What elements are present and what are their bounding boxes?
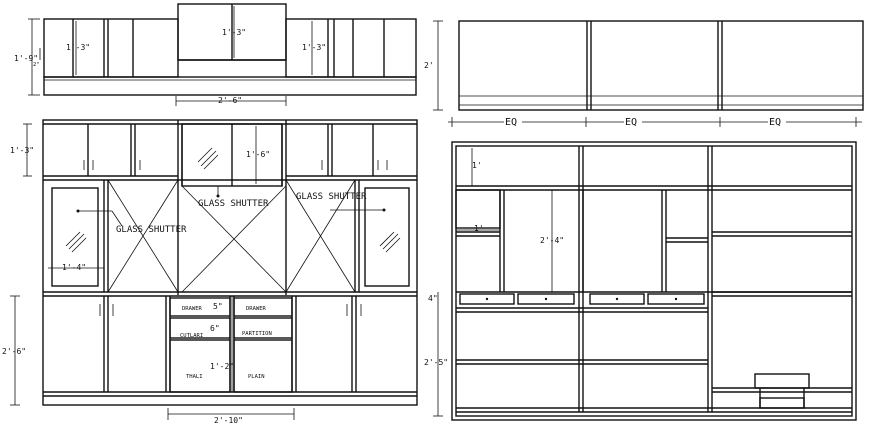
- label-drawer-2: DRAWER: [246, 306, 267, 312]
- dim-right-lower-small: 4": [428, 294, 438, 303]
- dim-bottom-height: 2'-6": [2, 347, 26, 356]
- label-drawer-1: DRAWER: [182, 306, 203, 312]
- label-glass-shutter-right: GLASS SHUTTER: [296, 192, 367, 202]
- dim-bottom-width: 2'-10": [214, 416, 243, 425]
- top-left-elevation: 1'-9" 2" 1'-3" 1'-3" 1'-3" 2'-6": [14, 3, 417, 106]
- dim-right-top-height: 2': [424, 61, 434, 70]
- dim-top-center-panel: 1'-3": [222, 28, 246, 37]
- label-glass-shutter-left: GLASS SHUTTER: [116, 225, 187, 235]
- dim-top-right-panel: 1'-3": [302, 43, 326, 52]
- bottom-right-elevation: 1' 1' 2'-4" 4" 2'-5": [424, 141, 857, 421]
- eq-label-2: EQ: [625, 117, 637, 128]
- top-right-elevation: 2' EQ EQ EQ: [424, 20, 864, 128]
- dim-top-left-panel: 1'-3": [66, 43, 90, 52]
- dim-top-left-sub: 2": [33, 62, 40, 68]
- dim-drawer-c: 1'-2": [210, 362, 234, 371]
- label-cutlari: CUTLARI: [180, 333, 203, 339]
- dim-top-center-width: 2'-6": [218, 96, 242, 105]
- label-plain: PLAIN: [248, 374, 265, 380]
- bottom-left-elevation: 1'-6" GLASS SHUTTER GLASS SHUTTER: [2, 119, 418, 425]
- dim-right-small: 1': [472, 161, 482, 170]
- eq-label-1: EQ: [505, 117, 517, 128]
- dim-right-center: 2'-4": [540, 236, 564, 245]
- dim-drawer-a: 5": [213, 302, 223, 311]
- dim-top-left-height: 1'-9": [14, 54, 38, 63]
- label-partition: PARTITION: [242, 331, 272, 337]
- dim-drawer-b: 6": [210, 324, 220, 333]
- eq-label-3: EQ: [769, 117, 781, 128]
- dim-right-shelf: 1': [474, 224, 484, 233]
- dim-mid-side-width: 1'-4": [62, 263, 86, 272]
- dim-mid-center-glass: 1'-6": [246, 150, 270, 159]
- dim-mid-upper-height: 1'-3": [10, 146, 34, 155]
- dim-right-lower-height: 2'-5": [424, 358, 448, 367]
- label-thali: THALI: [186, 374, 203, 380]
- label-glass-shutter-center: GLASS SHUTTER: [198, 199, 269, 209]
